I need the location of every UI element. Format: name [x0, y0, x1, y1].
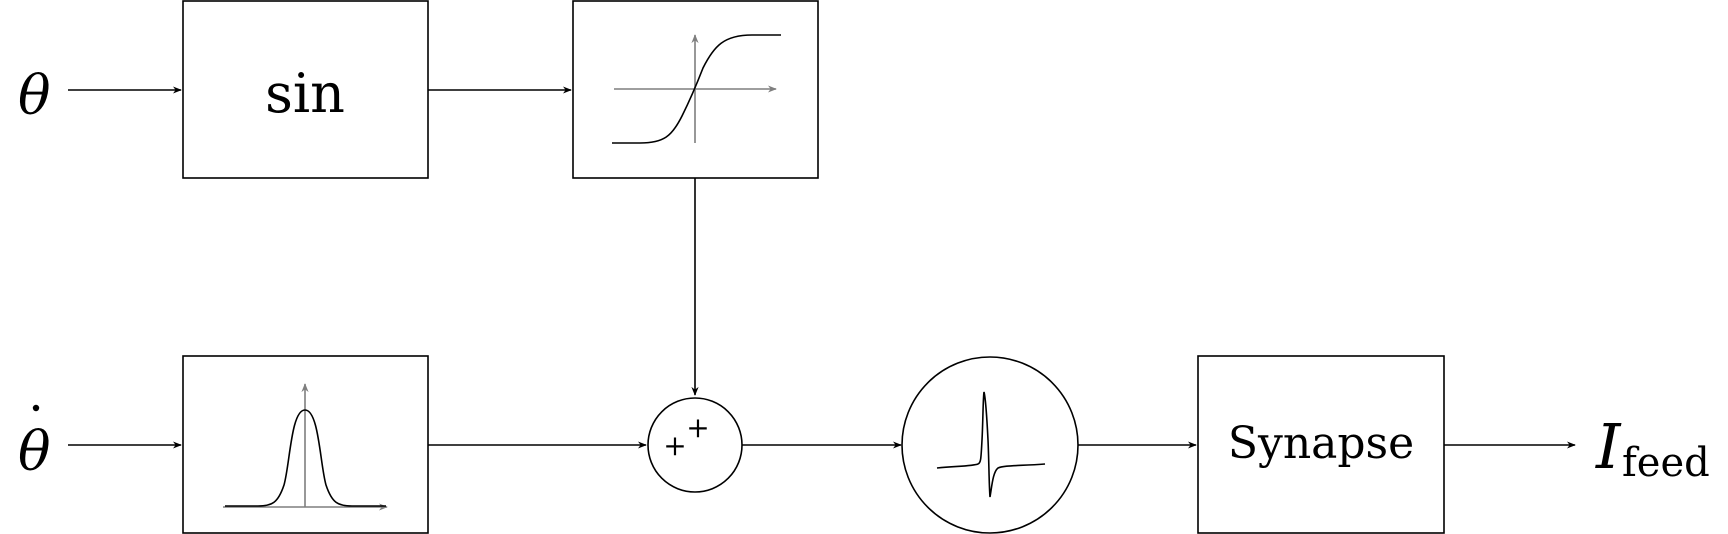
gaussian-icon	[223, 383, 388, 511]
sin-block: sin	[182, 0, 429, 179]
neuron-block-circle	[901, 356, 1079, 534]
theta-dot-input-label: θ	[18, 404, 51, 483]
theta-dot-derivative-dot	[32, 404, 40, 412]
summing-sign-top: +	[686, 411, 709, 444]
summing-sign-left: +	[663, 429, 686, 462]
output-subscript: feed	[1622, 440, 1710, 486]
sin-block-frame	[182, 0, 429, 179]
gaussian-curve	[225, 409, 386, 507]
summing-junction: + +	[647, 397, 743, 493]
neuron-spike-icon	[936, 391, 1046, 498]
output-label: I feed	[1595, 410, 1710, 486]
theta-dot-symbol: θ	[18, 420, 51, 483]
output-symbol: I	[1595, 410, 1622, 483]
theta-input-label: θ	[18, 64, 51, 127]
sin-block-label: sin	[265, 62, 345, 125]
synapse-block-label: Synapse	[1228, 418, 1414, 469]
sigmoid-curve	[612, 34, 781, 144]
neuron-block	[901, 356, 1079, 534]
synapse-block-frame	[1197, 355, 1445, 534]
sigmoid-icon	[612, 34, 781, 144]
synapse-block: Synapse	[1197, 355, 1445, 534]
gaussian-block	[182, 355, 429, 534]
sigmoid-block	[572, 0, 819, 179]
